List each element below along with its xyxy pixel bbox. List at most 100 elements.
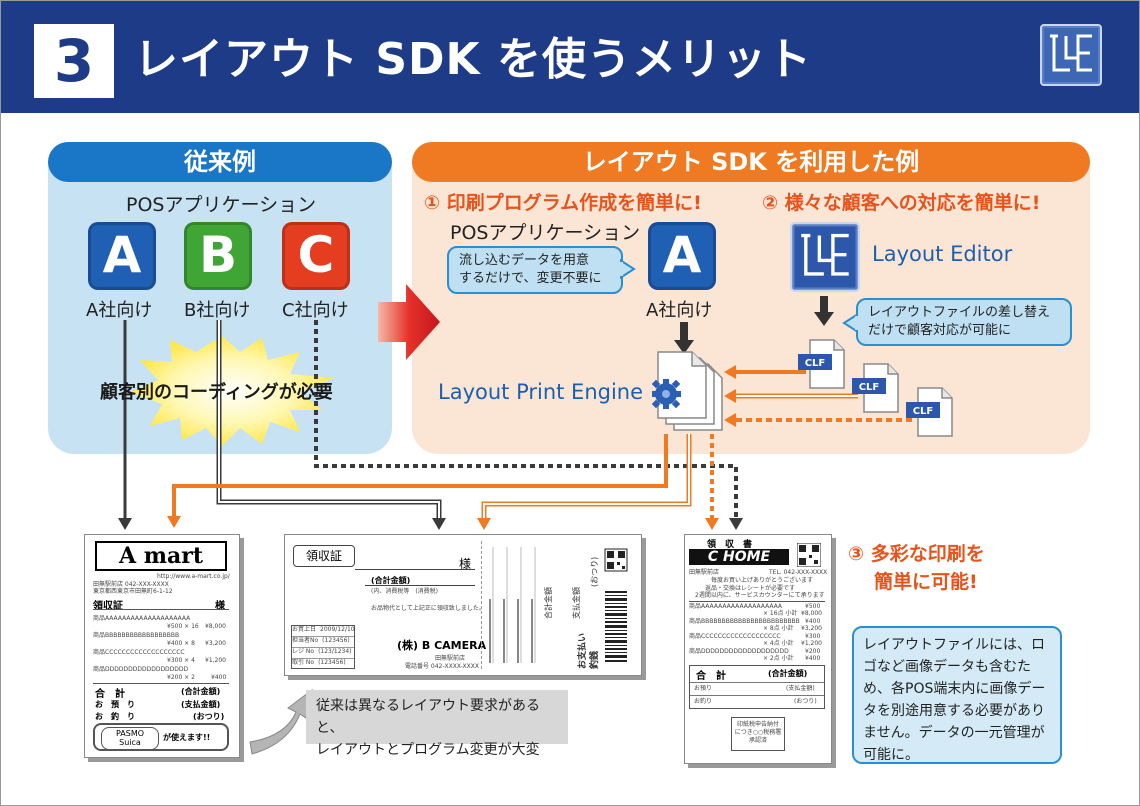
app-b-icon: B <box>184 222 252 290</box>
receipt-c-item-sub: × 2点 小計 <box>763 655 794 662</box>
conventional-note-line2: レイアウトとプログラム変更が大変 <box>316 742 540 758</box>
receipt-b-amount: (合計金額) <box>371 576 411 585</box>
receipt-c-header: 領 収 書 <box>707 540 753 550</box>
conventional-note: 従来は異なるレイアウト要求があると、 レイアウトとプログラム変更が大変 <box>306 690 568 758</box>
benefit-3: ③ 多彩な印刷を 簡単に可能! <box>848 540 985 596</box>
receipt-a-item: 商品CCCCCCCCCCCCCCCCCCC <box>93 649 185 656</box>
qr-code-icon <box>797 543 821 567</box>
ic-card-text: が使えます!! <box>163 733 211 742</box>
receipt-a-item: 商品AAAAAAAAAAAAAAAAAAAA <box>93 615 191 622</box>
receipt-a-honorific: 様 <box>215 601 225 612</box>
burst-text: 顧客別のコーディングが必要 <box>100 382 333 403</box>
right-app-label: POSアプリケーション <box>450 222 641 244</box>
receipt-b-honorific: 様 <box>459 557 472 571</box>
receipt-b-field-value: (123456) <box>318 659 346 666</box>
receipt-b-field-value: 2009/12/10 <box>320 626 355 633</box>
layout-editor-label: Layout Editor <box>872 242 1013 266</box>
receipt-b-amount-note: (内、消費税等 (消費税) <box>371 588 439 595</box>
receipt-b-rot-pay: 支払金額 <box>571 587 581 619</box>
receipt-a-item-sub: ¥200 × 2 <box>167 674 195 681</box>
receipt-c-change-value: (おつり) <box>794 698 817 705</box>
receipt-c-totals: 合 計 (合計金額) お預り (支払金額) お釣り (おつり) <box>689 665 825 709</box>
app-a-icon: A <box>88 222 156 290</box>
receipt-a-total-value: (合計金額) <box>181 687 221 696</box>
receipt-c-thanks: 毎度お買い上げありがとうございます <box>711 577 814 584</box>
receipt-c-item: 商品CCCCCCCCCCCCCCCCCCC <box>689 633 781 640</box>
conventional-title: 従来例 <box>48 142 392 182</box>
receipt-a-item: 商品DDDDDDDDDDDDDDDDDD <box>93 666 189 673</box>
receipt-a-item-sub: ¥300 × 4 <box>167 657 195 664</box>
receipt-a-item-price: ¥1,200 <box>205 657 226 664</box>
conventional-note-line1: 従来は異なるレイアウト要求があると、 <box>316 698 540 736</box>
stamp-line1: 印紙税申告納付 <box>736 721 779 728</box>
receipt-a-change-label: お 釣 り <box>95 712 135 721</box>
receipt-c-item: 商品AAAAAAAAAAAAAAAAAAA <box>689 603 782 610</box>
clf-file-label: CLF <box>913 406 934 417</box>
receipt-c-item-sub: × 16点 小計 <box>763 610 798 617</box>
receipt-a-footer: PASMO Suica が使えます!! <box>93 723 229 751</box>
receipt-a-change-value: (おつり) <box>193 712 225 721</box>
receipt-a-store2: 東京都西東京市田無町6-1-12 <box>93 588 173 595</box>
header-bar <box>1 1 1139 113</box>
data-bubble-line2: するだけで、変更不要に <box>459 271 602 286</box>
app-c-icon: C <box>282 222 350 290</box>
app-a-label: A社向け <box>86 300 153 321</box>
receipt-a-title: 領収証 <box>93 601 123 612</box>
left-app-label: POSアプリケーション <box>126 194 317 216</box>
receipt-a-item: 商品BBBBBBBBBBBBBBBBBB <box>93 632 180 639</box>
receipt-a-item-price: ¥3,200 <box>205 640 226 647</box>
clf-logo-icon <box>1040 24 1102 86</box>
clf-file-icon: CLF <box>852 363 899 413</box>
layout-file-note: レイアウトファイルには、ロゴなど画像データも含むため、各POS端末内に画像データ… <box>852 626 1062 764</box>
page-title: レイアウト SDK を使うメリット <box>134 34 812 85</box>
sdk-title: レイアウト SDK を利用した例 <box>412 142 1090 182</box>
receipt-a-total-label: 合 計 <box>95 689 125 700</box>
clf-file-label: CLF <box>805 358 826 369</box>
data-bubble: 流し込むデータを用意 するだけで、変更不要に <box>447 246 623 294</box>
sdk-app-a-label: A社向け <box>646 300 713 321</box>
receipt-a-item-sub: ¥400 × 8 <box>167 640 195 647</box>
engine-document-icon <box>652 351 723 431</box>
receipt-c-item-subtotal: ¥1,200 <box>801 640 822 647</box>
receipt-b-rotated-detail: 合計金額 支払金額 お支払い 釣銭 (おつり) <box>489 547 628 669</box>
receipt-a-item-price: ¥8,000 <box>205 623 226 630</box>
receipt-a-store1: 田無駅前店 042-XXX-XXXX <box>93 581 169 588</box>
engine-label: Layout Print Engine <box>438 380 644 404</box>
receipt-b-field-value: (123/1234) <box>318 648 352 655</box>
benefit-1: ① 印刷プログラム作成を簡単に! <box>424 192 702 214</box>
receipt-c-logo: C HOME <box>689 549 789 565</box>
stamp-line3: 承認済 <box>748 737 767 744</box>
receipt-c-item-sub: × 4点 小計 <box>763 640 794 647</box>
receipt-a-paid-label: お 預 り <box>95 700 135 709</box>
receipt-c-store: 田無駅前店 <box>689 569 720 576</box>
receipt-c-item-subtotal: ¥3,200 <box>801 625 822 632</box>
receipt-c-item-price: ¥500 <box>805 603 821 610</box>
benefit-3-line1: ③ 多彩な印刷を <box>848 543 985 565</box>
transition-arrow-icon <box>378 284 440 360</box>
layout-editor-icon <box>790 222 860 292</box>
receipt-c: 領 収 書 C HOME 田無駅前店 TEL. 042-XXX-XXXX 毎度お… <box>684 534 832 764</box>
revenue-stamp-box: 印紙税申告納付 につき○○税務署 承認済 <box>731 717 785 751</box>
receipt-a-logo: A mart <box>95 541 227 571</box>
bubble-tail-icon <box>842 312 858 334</box>
file-swap-line1: レイアウトファイルの差し替え <box>868 305 1051 320</box>
receipt-c-total-value: (合計金額) <box>768 669 808 678</box>
receipt-a: A mart http://www.a-mart.co.jp/ 田無駅前店 04… <box>84 534 240 758</box>
receipt-c-item-price: ¥200 <box>805 648 821 655</box>
app-b-label: B社向け <box>184 300 251 321</box>
receipt-c-item-subtotal: ¥8,000 <box>801 610 822 617</box>
receipt-b-field-label: 担当者No <box>292 637 319 644</box>
receipt-b-rot-kin: 釣銭 <box>588 651 600 669</box>
clf-file-label: CLF <box>859 382 880 393</box>
sdk-app-a-icon: A <box>648 222 716 290</box>
receipt-b-field-label: レジ No <box>292 648 315 655</box>
file-swap-bubble: レイアウトファイルの差し替え だけで顧客対応が可能に <box>856 298 1072 346</box>
burst-shape <box>130 336 334 446</box>
receipt-b-field-label: 取引 No <box>292 659 315 666</box>
receipt-b-note: お品物代として上記正に領収致しました。 <box>371 605 485 612</box>
receipt-c-item-price: ¥400 <box>805 618 821 625</box>
receipt-a-paid-value: (支払金額) <box>181 700 221 709</box>
stamp-line2: につき○○税務署 <box>734 729 782 736</box>
receipt-b-rot-change2: (おつり) <box>590 557 599 587</box>
